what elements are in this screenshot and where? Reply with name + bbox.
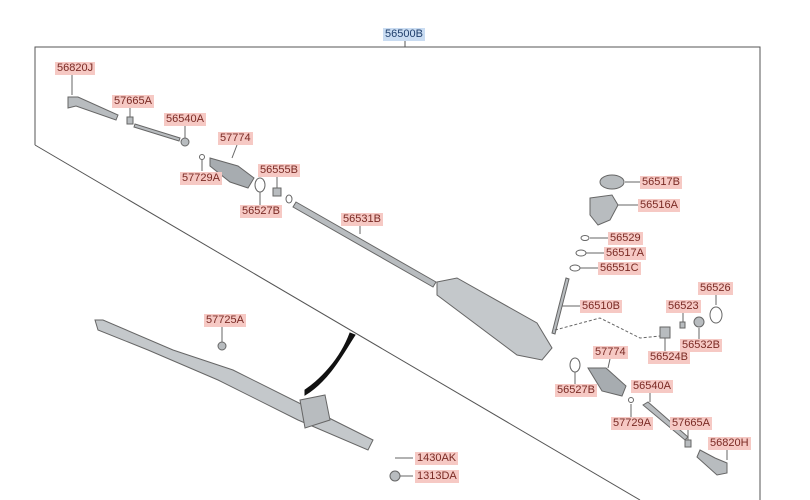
part-label[interactable]: 57665A — [112, 95, 154, 108]
assembly-frame — [34, 41, 761, 500]
part-label[interactable]: 56820H — [708, 437, 751, 450]
part-label[interactable]: 56820J — [55, 62, 96, 75]
part-label[interactable]: 57725A — [204, 314, 246, 327]
assembly-label[interactable]: 56500B — [383, 28, 425, 41]
part-label[interactable]: 56517B — [640, 176, 682, 189]
part-label[interactable]: 56527B — [240, 205, 282, 218]
part-label[interactable]: 56523 — [666, 300, 701, 313]
part-label[interactable]: 56532B — [680, 339, 722, 352]
parts — [67, 96, 728, 482]
part-label[interactable]: 56517A — [604, 247, 646, 260]
part-label[interactable]: 57729A — [611, 417, 653, 430]
part-label[interactable]: 57729A — [180, 172, 222, 185]
part-label[interactable]: 56540A — [164, 113, 206, 126]
part-label[interactable]: 56516A — [638, 199, 680, 212]
part-label[interactable]: 57665A — [670, 417, 712, 430]
part-label[interactable]: 56540A — [631, 380, 673, 393]
part-label[interactable]: 56555B — [258, 164, 300, 177]
part-label[interactable]: 1313DA — [415, 470, 459, 483]
part-label[interactable]: 56510B — [580, 300, 622, 313]
part-label[interactable]: 56551C — [598, 262, 641, 275]
part-label[interactable]: 57774 — [218, 132, 253, 145]
part-label[interactable]: 56524B — [648, 351, 690, 364]
part-label[interactable]: 56527B — [555, 384, 597, 397]
part-label[interactable]: 57774 — [593, 346, 628, 359]
part-label[interactable]: 56529 — [608, 232, 643, 245]
part-label[interactable]: 56526 — [698, 282, 733, 295]
part-label[interactable]: 56531B — [341, 213, 383, 226]
leader-lines — [71, 75, 728, 477]
part-label[interactable]: 1430AK — [415, 452, 459, 465]
